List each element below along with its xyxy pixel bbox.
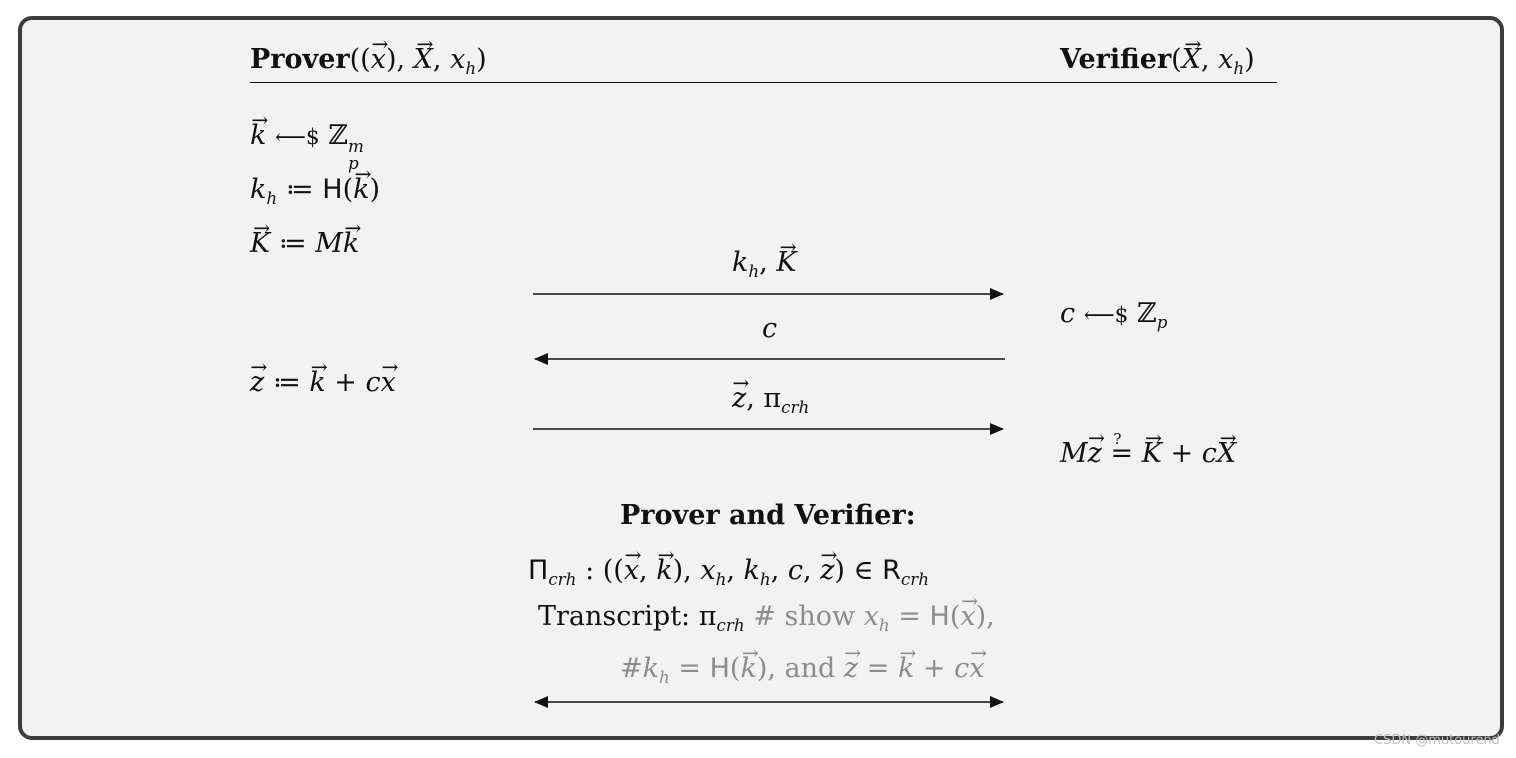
header-rule [250,82,1277,83]
message-3-label: z, πcrh [732,383,809,417]
transcript-label: Transcript: [538,601,691,632]
joint-heading: Prover and Verifier: [620,500,916,531]
prover-title: Prover [250,44,350,75]
verifier-header: Verifier(X, xh) [1060,44,1255,78]
verifier-title: Verifier [1060,44,1172,75]
transcript-line-1: Transcript: πcrh # show xh = H(x), [538,601,995,635]
prover-step-response: z ≔ k + cx [250,367,396,398]
vec-X: X [414,44,433,75]
prover-step-commit: K ≔ Mk [250,228,359,259]
message-1-label: kh, K [732,247,797,281]
vec-X: X [1182,44,1201,75]
watermark: CSDN @mutourend [1374,733,1500,748]
prover-step-sample-k: k ⟵$ ℤpm [250,120,372,173]
verifier-step-check: Mz =? K + cX [1060,430,1236,469]
prover-step-hash-k: kh ≔ H(k) [250,174,380,208]
message-2-label: c [762,313,778,344]
prover-header: Prover((x), X, xh) [250,44,487,78]
verifier-step-challenge: c ⟵$ ℤp [1060,298,1168,332]
relation-line: Πcrh : ((x, k), xh, kh, c, z) ∈ Rcrh [528,555,929,589]
vec-x: x [371,44,386,75]
transcript-line-2: #kh = H(k), and z = k + cx [620,653,985,687]
